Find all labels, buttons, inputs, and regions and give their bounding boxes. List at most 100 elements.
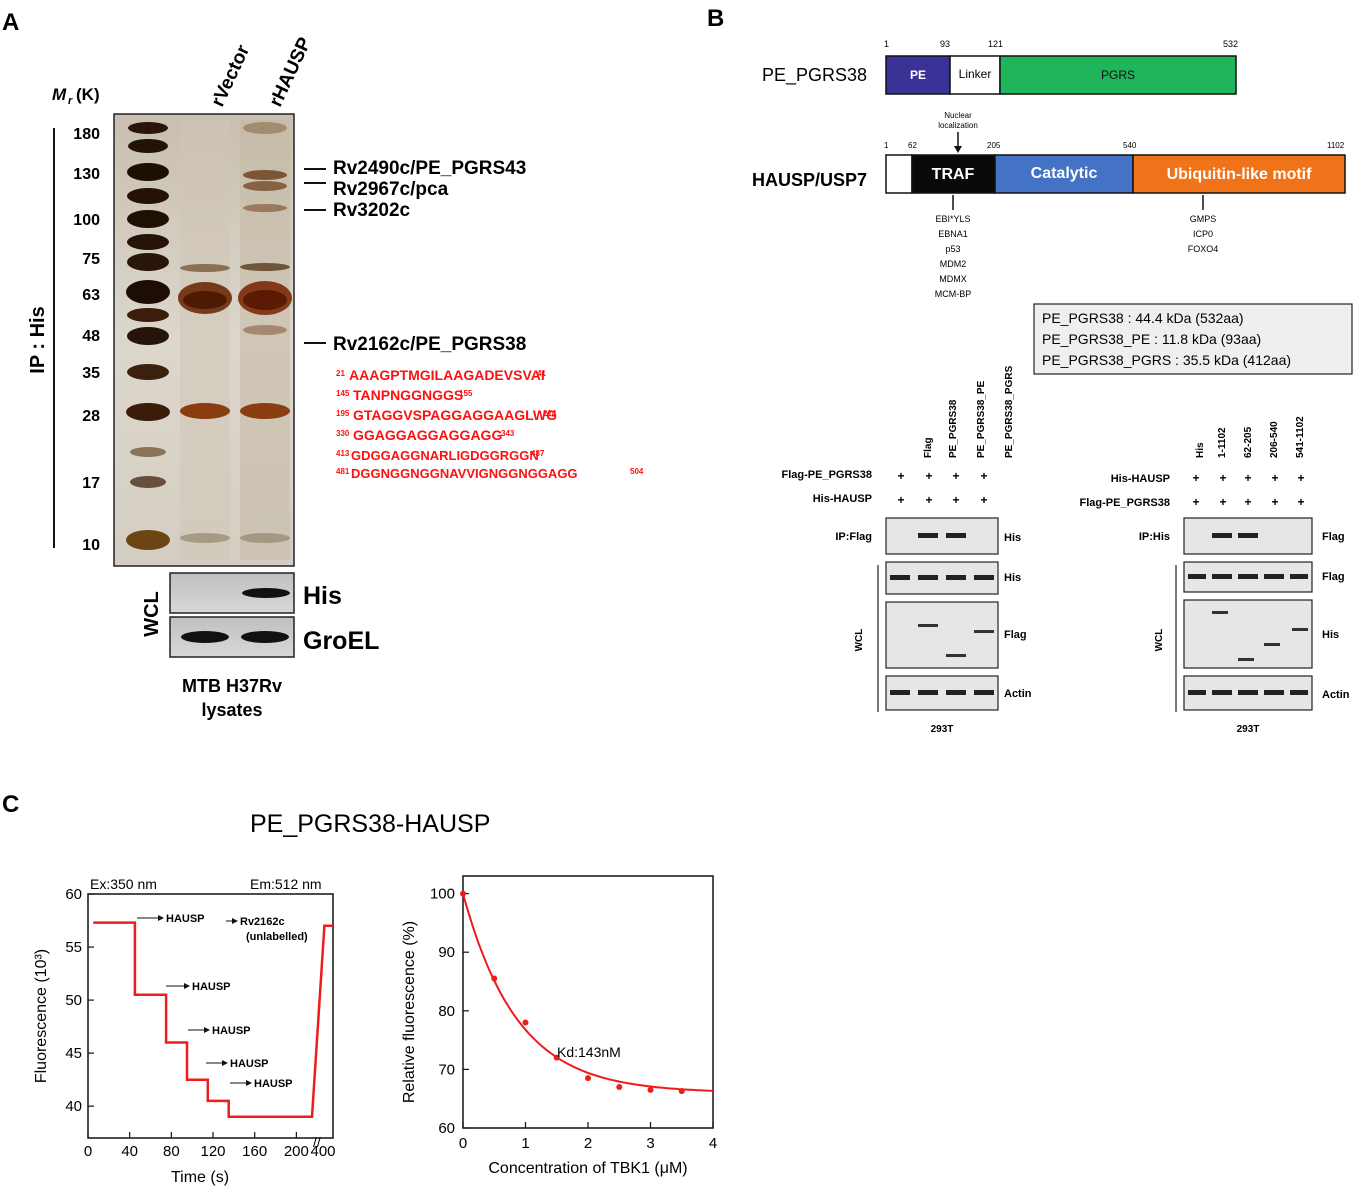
right-blot-label-4: Actin — [1322, 689, 1350, 701]
right-row-flag: Flag-PE_PGRS38 — [1080, 497, 1170, 509]
wcl-label: WCL — [141, 591, 163, 637]
hausp-tick-62: 62 — [908, 141, 917, 150]
right-lane-2: 1-1102 — [1217, 427, 1228, 458]
left-plus-8: + — [980, 493, 987, 507]
ubl-binder-1: GMPS — [1190, 214, 1217, 224]
chart1-xtick-label: 200 — [284, 1143, 309, 1160]
left-row-flag: Flag-PE_PGRS38 — [782, 469, 872, 481]
panel-c-label: C — [2, 791, 19, 818]
right-plus-8: + — [1244, 495, 1251, 509]
pe-pgrs38-name: PE_PGRS38 — [762, 65, 867, 86]
chart2-xtick-label: 3 — [646, 1135, 654, 1152]
left-plus-2: + — [925, 469, 932, 483]
rvector-lane — [178, 120, 232, 560]
annot-hausp-5: HAUSP — [254, 1078, 293, 1090]
pe-tick-1: 1 — [884, 39, 889, 49]
ex-label: Ex:350 nm — [90, 876, 157, 892]
marker-130: 130 — [73, 166, 100, 183]
annot-hausp-3: HAUSP — [212, 1025, 251, 1037]
peptide-1: AAAGPTMGILAAGADEVSVAI — [349, 367, 545, 383]
right-lane-1: His — [1195, 442, 1206, 458]
left-row-his: His-HAUSP — [813, 493, 872, 505]
protein-label-rv3202c: Rv3202c — [333, 200, 411, 221]
size-line-2: PE_PGRS38_PE : 11.8 kDa (93aa) — [1042, 331, 1261, 347]
left-blot-label-2: His — [1004, 572, 1021, 584]
hausp-tick-205: 205 — [987, 141, 1001, 150]
chart2-xtick-label: 0 — [459, 1135, 467, 1152]
chart2-xlabel: Concentration of TBK1 (μM) — [488, 1160, 687, 1177]
peptide-list: 21 AAAGPTMGILAAGADEVSVAI 41 145 TANPNGGN… — [336, 367, 644, 481]
right-wcl-label: WCL — [1154, 629, 1165, 652]
size-info-box: PE_PGRS38 : 44.4 kDa (532aa) PE_PGRS38_P… — [1033, 303, 1353, 375]
chart1-ylabel: Fluorescence (10³) — [33, 949, 50, 1083]
chart2-ytick-label: 80 — [438, 1003, 455, 1020]
chart2-xtick-label: 1 — [521, 1135, 529, 1152]
right-plus-2: + — [1219, 471, 1226, 485]
right-plus-9: + — [1271, 495, 1278, 509]
chart1-xtick-label: 160 — [242, 1143, 267, 1160]
annot-unlabelled: (unlabelled) — [246, 931, 308, 943]
right-plus-7: + — [1219, 495, 1226, 509]
chart1-ytick-label: 55 — [65, 939, 82, 956]
chart1-xtick-label: 400 — [310, 1143, 335, 1160]
chart2-xtick-label: 2 — [584, 1135, 592, 1152]
silver-stain-gel — [113, 113, 295, 567]
nls-label-1: Nuclear — [944, 111, 972, 120]
chart1-ytick-label: 50 — [65, 992, 82, 1009]
hausp-tick-540: 540 — [1123, 141, 1137, 150]
pe-tick-93: 93 — [940, 39, 950, 49]
traf-binder-3: p53 — [945, 244, 960, 254]
chart1-xtick-label: 120 — [201, 1143, 226, 1160]
left-plus-1: + — [897, 469, 904, 483]
chart1-ytick-label: 60 — [65, 886, 82, 903]
hausp-tick-1: 1 — [884, 141, 889, 150]
peptide-5: GDGGAGGNARLIGDGGRGGN — [351, 448, 539, 463]
hausp-tick-1102: 1102 — [1327, 141, 1345, 150]
peptide-6: DGGNGGNGGNAVVIGNGGNGGAGG — [351, 466, 578, 481]
ubl-domain — [1132, 154, 1346, 194]
chart2-ytick-label: 70 — [438, 1061, 455, 1078]
left-wcl-label: WCL — [854, 629, 865, 652]
mr-subscript: r — [68, 95, 73, 107]
his-band — [242, 588, 290, 598]
left-plus-5: + — [897, 493, 904, 507]
chart1-ytick-label: 40 — [65, 1098, 82, 1115]
chart2-ylabel: Relative fluorescence (%) — [401, 921, 418, 1103]
panel-c-title: PE_PGRS38-HAUSP — [250, 810, 490, 838]
peptide-3-end: 214 — [543, 409, 557, 418]
lane-label-rvector: rVector — [207, 41, 254, 110]
nls-label-2: localization — [938, 121, 978, 130]
protein-labels: Rv2490c/PE_PGRS43 Rv2967c/pca Rv3202c Rv… — [304, 158, 526, 355]
marker-48: 48 — [82, 328, 100, 345]
peptide-2-end: 155 — [459, 389, 473, 398]
protein-label-pgrs38: Rv2162c/PE_PGRS38 — [333, 334, 526, 355]
lane-label-rhausp: rHAUSP — [265, 34, 315, 110]
peptide-6-start: 481 — [336, 467, 350, 476]
em-label: Em:512 nm — [250, 876, 322, 892]
chart2-ytick-label: 100 — [430, 886, 455, 903]
peptide-2-start: 145 — [336, 389, 350, 398]
left-plus-3: + — [952, 469, 959, 483]
catalytic-domain-label: Catalytic — [1031, 165, 1098, 182]
peptide-6-end: 504 — [630, 467, 644, 476]
left-blot-label-4: Actin — [1004, 688, 1032, 700]
chart1-xtick-label: 80 — [163, 1143, 180, 1160]
left-blot-label-1: His — [1004, 532, 1021, 544]
blot-label-his: His — [303, 582, 342, 610]
kd-label: Kd:143nM — [557, 1044, 621, 1060]
peptide-4-end: 343 — [501, 429, 515, 438]
chart2-xtick-label: 4 — [709, 1135, 717, 1152]
right-lane-3: 62-205 — [1243, 426, 1254, 458]
coip-blot-right: His 1-1102 62-205 206-540 541-1102 His-H… — [1080, 416, 1350, 735]
chart1-xtick-label: 40 — [121, 1143, 138, 1160]
protein-label-pca: Rv2967c/pca — [333, 179, 449, 200]
mr-unit: (K) — [76, 85, 100, 104]
right-plus-1: + — [1192, 471, 1199, 485]
right-plus-5: + — [1297, 471, 1304, 485]
marker-35: 35 — [82, 365, 100, 382]
chart2-point — [460, 890, 466, 897]
ubl-domain-label: Ubiquitin-like motif — [1167, 166, 1313, 183]
right-row-his: His-HAUSP — [1111, 473, 1170, 485]
right-blot-label-2: Flag — [1322, 571, 1345, 583]
